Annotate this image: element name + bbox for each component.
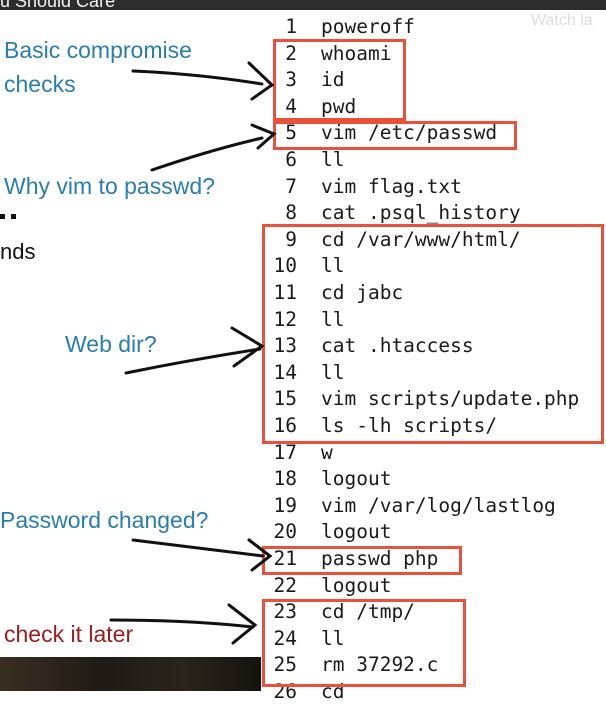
command-text: logout: [321, 467, 392, 491]
command-text: vim /var/log/lastlog: [321, 493, 556, 517]
line-number: 20: [273, 520, 297, 544]
arrow-password: [131, 538, 265, 558]
line-number: 15: [273, 387, 297, 411]
history-line: 16 ls -lh scripts/: [261, 413, 498, 440]
history-line: 7 vim flag.txt: [261, 174, 462, 201]
command-text: ll: [321, 360, 345, 384]
history-line: 22 logout: [261, 573, 392, 600]
line-number: 10: [273, 254, 297, 278]
arrow-basic-checks: [131, 69, 264, 86]
highlight-box-vim-passwd: [273, 121, 517, 150]
command-text: whoami: [321, 41, 392, 65]
history-line: 9 cd /var/www/html/: [261, 227, 520, 254]
background-image-fragment: [0, 657, 261, 691]
command-text: id: [321, 68, 345, 92]
command-text: vim /etc/passwd: [321, 121, 498, 145]
history-line: 10 ll: [261, 253, 345, 280]
history-line: 21 passwd php: [261, 546, 439, 573]
bullet-dots: [0, 211, 18, 221]
history-line: 23 cd /tmp/: [261, 599, 415, 626]
line-number: 2: [285, 41, 297, 65]
command-text: vim scripts/update.php: [321, 387, 580, 411]
line-number: 7: [285, 174, 297, 198]
annotation-nds: nds: [0, 239, 36, 264]
annotation-why-vim: Why vim to passwd?: [4, 173, 215, 199]
annotation-check-later: check it later: [4, 621, 134, 647]
line-number: 14: [273, 360, 297, 384]
line-number: 12: [273, 307, 297, 331]
history-line: 19 vim /var/log/lastlog: [261, 493, 556, 520]
line-number: 24: [273, 626, 297, 650]
history-line: 14 ll: [261, 360, 345, 387]
line-number: 22: [273, 573, 297, 597]
history-line: 18 logout: [261, 466, 392, 493]
command-text: poweroff: [321, 15, 415, 38]
history-line: 5 vim /etc/passwd: [261, 120, 497, 147]
arrow-web-dir-head: [230, 326, 265, 368]
line-number: 17: [273, 440, 297, 464]
history-line: 13 cat .htaccess: [261, 333, 474, 360]
command-text: logout: [321, 573, 392, 597]
line-number: 6: [285, 148, 297, 171]
command-text: logout: [321, 520, 392, 544]
line-number: 3: [285, 68, 297, 92]
command-text: cd /var/www/html/: [321, 227, 521, 251]
line-number: 18: [273, 467, 297, 491]
history-line: 11 cd jabc: [261, 280, 404, 307]
command-text: w: [321, 440, 333, 464]
line-number: 23: [273, 600, 297, 624]
history-line: 12 ll: [261, 307, 345, 334]
history-line: 6 ll: [261, 147, 344, 174]
history-line: 24 ll: [261, 626, 345, 653]
history-line: 3 id: [261, 67, 344, 94]
highlight-box-tmp: [262, 599, 466, 687]
line-number: 4: [285, 94, 297, 118]
history-line: 20 logout: [261, 519, 392, 546]
line-number: 9: [285, 227, 297, 251]
line-number: 21: [273, 547, 297, 570]
line-number: 8: [285, 201, 297, 225]
history-line: 4 pwd: [261, 94, 356, 121]
highlight-box-basic-checks: [273, 39, 406, 121]
command-text: cd jabc: [321, 281, 404, 304]
command-text: cat .htaccess: [321, 334, 474, 358]
arrow-why-vim: [150, 136, 264, 172]
line-number: 25: [273, 653, 297, 677]
highlight-box-web-dir: [262, 224, 604, 444]
command-text: pwd: [321, 94, 357, 118]
history-line: 25 rm 37292.c: [261, 652, 439, 679]
command-text: cd /tmp/: [321, 600, 415, 624]
watch-later-label[interactable]: Watch la: [531, 12, 593, 29]
command-text: rm 37292.c: [321, 653, 439, 677]
command-text: ll: [321, 148, 345, 171]
history-line: 2 whoami: [261, 41, 391, 68]
command-text: ll: [321, 626, 345, 650]
annotation-checks: checks: [4, 71, 76, 97]
annotation-web-dir: Web dir?: [65, 331, 157, 357]
line-number: 1: [285, 15, 297, 38]
annotation-password-changed: Password changed?: [0, 507, 209, 533]
history-line: 1 poweroff: [261, 14, 415, 41]
history-line: 8 cat .psql_history: [261, 200, 520, 227]
line-number: 11: [273, 281, 297, 304]
video-title: u Should Care: [0, 0, 116, 11]
command-text: ls -lh scripts/: [321, 414, 498, 437]
annotation-basic-compromise: Basic compromise: [4, 37, 192, 63]
arrow-check-later-head: [227, 603, 258, 645]
history-line: 15 vim scripts/update.php: [261, 386, 580, 413]
line-number: 13: [273, 334, 297, 358]
history-line: 17 w: [261, 440, 333, 467]
command-text: ll: [321, 307, 345, 331]
command-text: vim flag.txt: [321, 174, 462, 198]
line-number: 19: [273, 493, 297, 517]
command-text: cat .psql_history: [321, 201, 521, 225]
video-title-bar: u Should Care: [0, 0, 606, 11]
line-number: 16: [273, 414, 297, 437]
command-text: passwd php: [321, 547, 439, 570]
command-text: ll: [321, 254, 345, 278]
highlight-box-passwd-php: [262, 546, 462, 575]
line-number: 5: [285, 121, 297, 145]
